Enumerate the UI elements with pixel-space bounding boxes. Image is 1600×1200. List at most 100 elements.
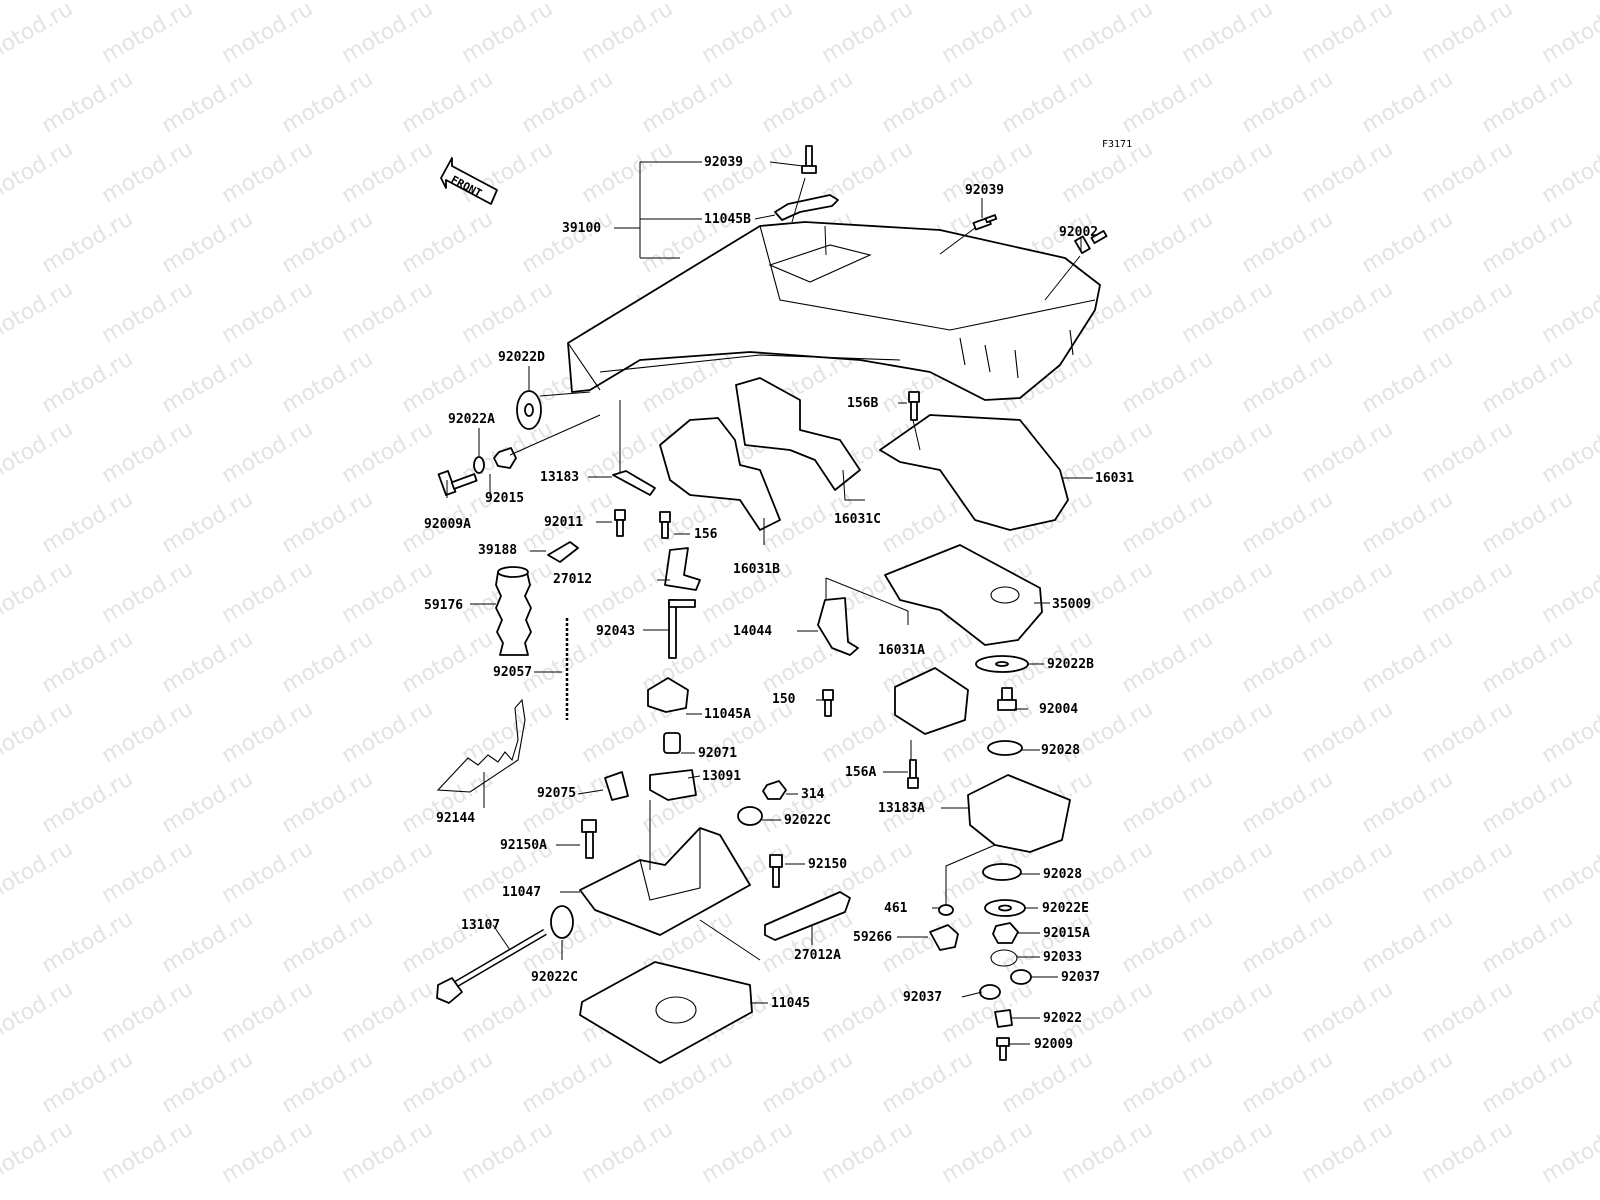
label-92150A: 92150A [500, 838, 547, 853]
label-461: 461 [884, 901, 908, 916]
label-35009: 35009 [1052, 597, 1091, 612]
bolt-92009 [996, 1037, 1010, 1061]
nut-314 [762, 780, 787, 800]
label-92037-b: 92037 [903, 990, 942, 1005]
foam-16031 [879, 414, 1069, 531]
label-92043: 92043 [596, 624, 635, 639]
label-92022E: 92022E [1042, 901, 1089, 916]
bolt-156A [907, 759, 919, 789]
label-92015: 92015 [485, 491, 524, 506]
clip-92022 [994, 1009, 1013, 1028]
label-14044: 14044 [733, 624, 772, 639]
label-16031B: 16031B [733, 562, 780, 577]
washer-92028-b [982, 863, 1022, 881]
bolt-150 [822, 689, 834, 717]
label-92009A: 92009A [424, 517, 471, 532]
base-11047 [579, 827, 751, 936]
bracket-13091 [649, 769, 697, 801]
part-labels: 92039 11045B 39100 92039 92002 92022D 92… [424, 155, 1134, 1052]
mount-plate-11045 [579, 961, 753, 1064]
seat-39100 [567, 221, 1101, 401]
label-13091: 13091 [702, 769, 741, 784]
collar-92071 [663, 732, 681, 754]
figure-code: F3171 [1102, 139, 1132, 150]
label-92009: 92009 [1034, 1037, 1073, 1052]
stud-92004 [997, 687, 1017, 711]
clamp-92037-a [1010, 969, 1032, 985]
boot-59176 [495, 566, 532, 656]
bolt-92011 [614, 509, 626, 537]
latch-27012A [764, 891, 851, 941]
latch-27012 [664, 547, 701, 591]
label-13183A: 13183A [878, 801, 925, 816]
label-39100: 39100 [562, 221, 601, 236]
label-27012A: 27012A [794, 948, 841, 963]
fitting-59266 [929, 924, 959, 951]
washer-92028-a [987, 740, 1023, 756]
label-92028-b: 92028 [1043, 867, 1082, 882]
label-16031A: 16031A [878, 643, 925, 658]
stop-92075 [604, 771, 629, 801]
label-156B: 156B [847, 396, 878, 411]
label-11047: 11047 [502, 885, 541, 900]
label-11045B: 11045B [704, 212, 751, 227]
bolt-92150A [581, 819, 597, 859]
label-92039-top: 92039 [704, 155, 743, 170]
rivet-92039-top [801, 145, 817, 174]
washer-92022D [516, 390, 542, 430]
foam-16031B [659, 417, 781, 531]
label-92022B: 92022B [1047, 657, 1094, 672]
label-92037-a: 92037 [1061, 970, 1100, 985]
bolt-92009A [437, 470, 478, 496]
front-arrow-icon: FRONT [440, 157, 498, 205]
label-92004: 92004 [1039, 702, 1078, 717]
label-92057: 92057 [493, 665, 532, 680]
bolt-156 [659, 511, 671, 539]
label-13183: 13183 [540, 470, 579, 485]
label-92033: 92033 [1043, 950, 1082, 965]
plate-35009 [884, 544, 1043, 646]
label-92011: 92011 [544, 515, 583, 530]
nut-92015A [992, 922, 1019, 944]
bolt-13107 [436, 928, 547, 1004]
bracket-13183 [612, 400, 656, 496]
pad-16031A [894, 667, 969, 735]
label-92022C-b: 92022C [531, 970, 578, 985]
label-11045A: 11045A [704, 707, 751, 722]
label-59176: 59176 [424, 598, 463, 613]
washer-92022E [984, 899, 1026, 917]
clip-14044 [817, 597, 859, 656]
label-156: 156 [694, 527, 718, 542]
label-11045: 11045 [771, 996, 810, 1011]
label-92150: 92150 [808, 857, 847, 872]
label-92015A: 92015A [1043, 926, 1090, 941]
label-92144: 92144 [436, 811, 475, 826]
label-156A: 156A [845, 765, 876, 780]
clip-92033 [990, 949, 1018, 967]
label-27012: 27012 [553, 572, 592, 587]
washer-92022C-a [737, 806, 763, 826]
spring-92144 [436, 698, 526, 793]
label-92028-a: 92028 [1041, 743, 1080, 758]
washer-92022B [975, 655, 1029, 673]
clip-11045A [647, 677, 689, 713]
washer-92022C-b [550, 905, 574, 939]
label-92022D: 92022D [498, 350, 545, 365]
label-150: 150 [772, 692, 796, 707]
label-92071: 92071 [698, 746, 737, 761]
label-16031: 16031 [1095, 471, 1134, 486]
label-92075: 92075 [537, 786, 576, 801]
washer-461 [938, 904, 954, 916]
label-13107: 13107 [461, 918, 500, 933]
nut-92015 [493, 447, 517, 469]
label-314: 314 [801, 787, 825, 802]
clamp-92037-b [979, 984, 1001, 1000]
pad-39188 [547, 541, 579, 563]
bolt-92150 [769, 854, 783, 888]
label-92039-right: 92039 [965, 183, 1004, 198]
label-92002: 92002 [1059, 225, 1098, 240]
bolt-156B [908, 391, 920, 421]
label-16031C: 16031C [834, 512, 881, 527]
leader-lines [446, 161, 1093, 1045]
